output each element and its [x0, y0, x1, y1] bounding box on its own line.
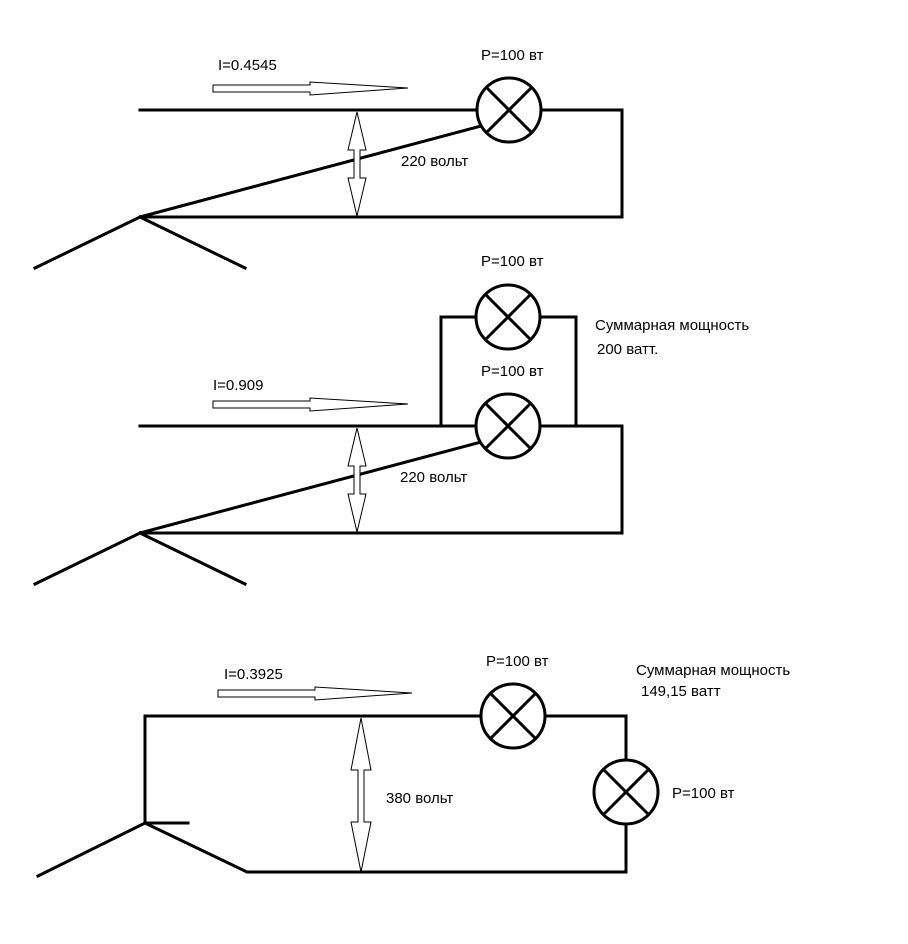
circuit-2-lamp-bottom	[474, 392, 542, 460]
circuit-2-total-power-line2: 200 ватт.	[597, 341, 658, 358]
circuit-2-voltage-arrow	[347, 427, 367, 533]
circuit-1-current-label: I=0.4545	[218, 57, 277, 74]
circuit-2-lamp-top	[474, 283, 542, 351]
circuit-3-lamp-top	[479, 682, 547, 750]
circuit-2-current-arrow	[212, 397, 409, 412]
circuit-2-parallel-branch	[439, 315, 578, 428]
circuit-1: I=0.4545 P=100 вт 220 вольт	[32, 47, 624, 271]
circuit-2-lamp-top-power-label: P=100 вт	[481, 253, 544, 270]
circuit-3-total-power-line1: Суммарная мощность	[636, 662, 790, 679]
circuit-1-ground-lines	[32, 214, 248, 271]
circuit-3-voltage-label: 380 вольт	[386, 790, 453, 807]
circuit-1-current-arrow	[212, 81, 409, 96]
circuit-2-current-label: I=0.909	[213, 377, 263, 394]
circuit-2-wires	[138, 424, 624, 535]
circuit-3-ground-lines	[35, 820, 190, 879]
circuit-2-lamp-bottom-power-label: P=100 вт	[481, 363, 544, 380]
circuit-1-lamp	[475, 76, 543, 144]
circuit-2: I=0.909 P=100 вт P=100 вт 220 вольт Сумм…	[32, 253, 749, 587]
circuit-3-lamp-top-power-label: P=100 вт	[486, 653, 549, 670]
circuit-3-current-arrow	[217, 686, 413, 701]
circuit-1-wires	[138, 108, 624, 219]
circuit-1-lamp-power-label: P=100 вт	[481, 47, 544, 64]
circuit-1-voltage-label: 220 вольт	[401, 153, 468, 170]
circuit-2-total-power-line1: Суммарная мощность	[595, 317, 749, 334]
circuit-2-ground-lines	[32, 530, 248, 587]
circuit-3: I=0.3925 P=100 вт P=100 вт 380 вольт Сум…	[35, 653, 790, 879]
circuit-3-wires	[142, 714, 628, 874]
circuit-3-lamp-right-power-label: P=100 вт	[672, 785, 735, 802]
circuit-3-voltage-arrow	[350, 717, 372, 873]
circuit-1-voltage-arrow	[347, 111, 367, 217]
circuit-3-current-label: I=0.3925	[224, 666, 283, 683]
circuit-3-total-power-line2: 149,15 ватт	[641, 683, 721, 700]
circuit-2-voltage-label: 220 вольт	[400, 469, 467, 486]
circuit-3-lamp-right	[592, 758, 660, 826]
